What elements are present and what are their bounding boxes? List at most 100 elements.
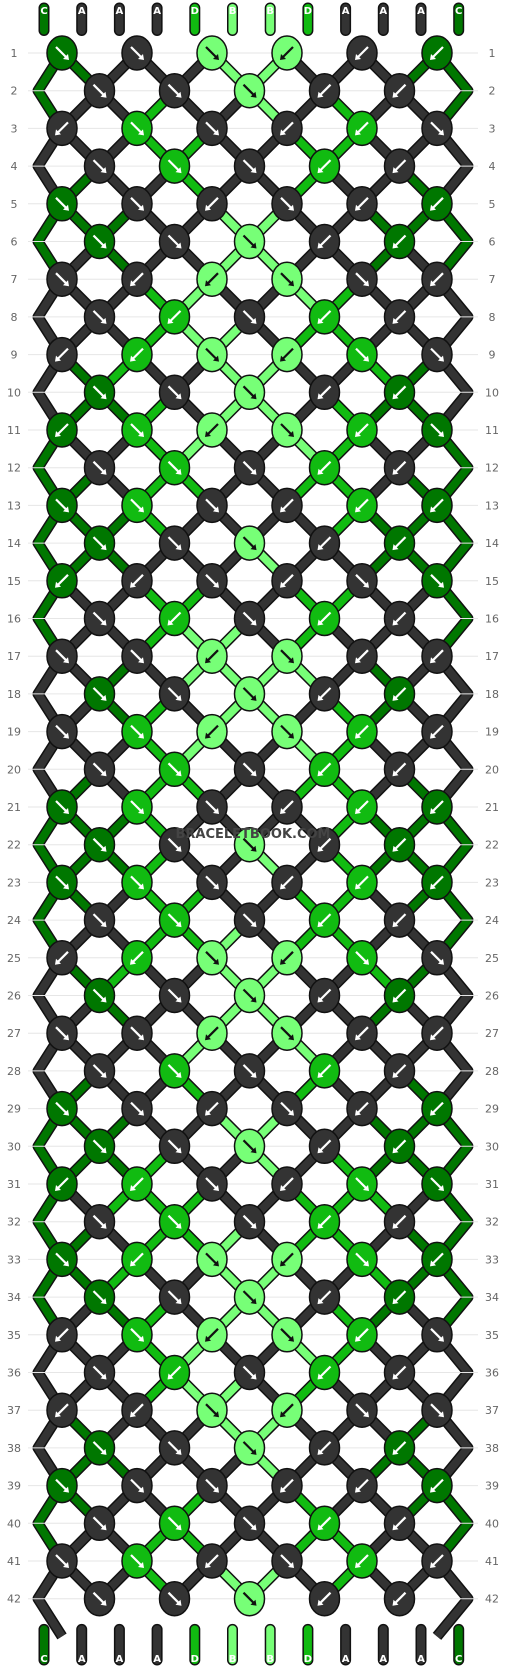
knot-arrowhead-icon <box>100 1222 107 1229</box>
row-number-right: 33 <box>485 1253 499 1266</box>
knot-arrowhead-icon <box>250 1373 257 1380</box>
knot <box>233 1203 266 1240</box>
knot-arrow-se-icon <box>242 1365 256 1379</box>
knot-arrow-sw-icon <box>356 724 369 738</box>
knot <box>46 412 78 448</box>
knot <box>196 1015 228 1051</box>
knot-arrowhead-icon <box>138 732 144 739</box>
knot-arrow-sw-icon <box>393 159 407 172</box>
knot <box>46 1392 78 1428</box>
knot-arrow-sw-icon <box>318 837 332 851</box>
knot <box>308 1053 341 1089</box>
knot-arrow-sw-icon <box>168 611 182 625</box>
knot-arrow-sw-icon <box>318 687 332 700</box>
knot-arrowhead-icon <box>167 619 174 626</box>
knot-arrowhead-icon <box>100 167 107 174</box>
knot-arrow-sw-icon <box>431 649 444 662</box>
knot-arrow-sw-icon <box>431 1026 444 1039</box>
knot-arrowhead-icon <box>100 1448 107 1455</box>
knot <box>383 1354 416 1391</box>
knot-arrow-se-icon <box>92 1064 106 1077</box>
knot-arrow-sw-icon <box>131 1177 144 1190</box>
knot <box>196 713 228 750</box>
knot <box>233 1053 266 1089</box>
row-number-left: 8 <box>11 311 18 324</box>
row-number-left: 31 <box>7 1178 21 1191</box>
knot-arrow-se-icon <box>205 1403 218 1416</box>
knot-arrow-se-icon <box>355 1403 368 1416</box>
knot <box>46 638 78 674</box>
knot-arrowhead-icon <box>363 355 369 362</box>
knot-arrowhead-icon <box>317 1373 324 1380</box>
knot-arrow-se-icon <box>55 197 68 210</box>
knot <box>233 72 266 109</box>
knot-arrowhead-icon <box>100 619 107 626</box>
row-number-right: 3 <box>489 122 496 135</box>
knot <box>158 1279 191 1315</box>
knot-arrow-se-icon <box>167 1441 181 1454</box>
knot-arrow-se-icon <box>280 423 293 436</box>
knot <box>383 449 416 486</box>
knot-arrow-sw-icon <box>56 121 69 135</box>
row-number-left: 32 <box>7 1216 21 1229</box>
knot <box>421 1392 453 1428</box>
knot <box>308 299 341 335</box>
knot <box>346 638 378 674</box>
knot <box>383 1505 416 1542</box>
knot <box>271 1166 303 1202</box>
knot <box>158 72 191 109</box>
knot-arrowhead-icon <box>138 1486 144 1493</box>
knot-arrow-se-icon <box>242 1214 256 1228</box>
knot <box>346 1543 378 1579</box>
knot <box>421 336 453 373</box>
knot-arrowhead-icon <box>213 355 219 362</box>
knot-arrow-se-icon <box>92 1290 106 1303</box>
knot <box>233 223 266 260</box>
row-number-right: 27 <box>485 1027 499 1040</box>
knot-arrowhead-icon <box>280 1411 286 1418</box>
knot <box>346 789 378 825</box>
top-strand-label: A <box>379 6 387 17</box>
knot <box>46 336 78 373</box>
row-number-right: 42 <box>485 1593 499 1606</box>
knot <box>83 525 116 561</box>
knot-arrowhead-icon <box>138 204 144 211</box>
knot-arrowhead-icon <box>100 317 107 324</box>
knot-arrowhead-icon <box>355 883 361 890</box>
knot-arrow-sw-icon <box>431 272 444 285</box>
knot-arrow-se-icon <box>130 1101 143 1115</box>
knot-arrow-se-icon <box>280 649 293 662</box>
knot-arrowhead-icon <box>100 845 107 852</box>
knot-arrow-se-icon <box>92 1365 106 1379</box>
knot-arrow-se-icon <box>130 498 143 512</box>
knot-arrow-se-icon <box>205 1252 218 1266</box>
knot <box>121 1241 153 1278</box>
knot-arrowhead-icon <box>280 581 286 588</box>
knot <box>421 1241 453 1278</box>
knot-arrow-se-icon <box>167 913 181 926</box>
knot-arrow-sw-icon <box>131 574 144 587</box>
knot-arrow-se-icon <box>130 1478 143 1492</box>
knot-arrowhead-icon <box>138 657 144 664</box>
knot-arrowhead-icon <box>100 468 107 475</box>
knot-arrow-sw-icon <box>393 687 407 700</box>
row-number-right: 12 <box>485 462 499 475</box>
knot-arrow-sw-icon <box>431 724 444 738</box>
knot-arrowhead-icon <box>175 468 182 475</box>
knot <box>158 1203 191 1240</box>
knot-arrowhead-icon <box>175 1599 182 1606</box>
knot-arrow-sw-icon <box>281 1252 294 1266</box>
row-number-right: 11 <box>485 424 499 437</box>
knot <box>308 1128 341 1165</box>
row-number-left: 36 <box>7 1367 21 1380</box>
knot-arrowhead-icon <box>167 1373 174 1380</box>
knot-arrowhead-icon <box>100 1298 107 1305</box>
row-number-left: 42 <box>7 1593 21 1606</box>
row-number-right: 32 <box>485 1216 499 1229</box>
knot-arrow-sw-icon <box>318 1516 332 1530</box>
knot-arrowhead-icon <box>355 1109 361 1116</box>
knot-arrowhead-icon <box>63 1109 69 1116</box>
knot <box>383 1128 416 1165</box>
knot-arrow-se-icon <box>242 687 256 700</box>
